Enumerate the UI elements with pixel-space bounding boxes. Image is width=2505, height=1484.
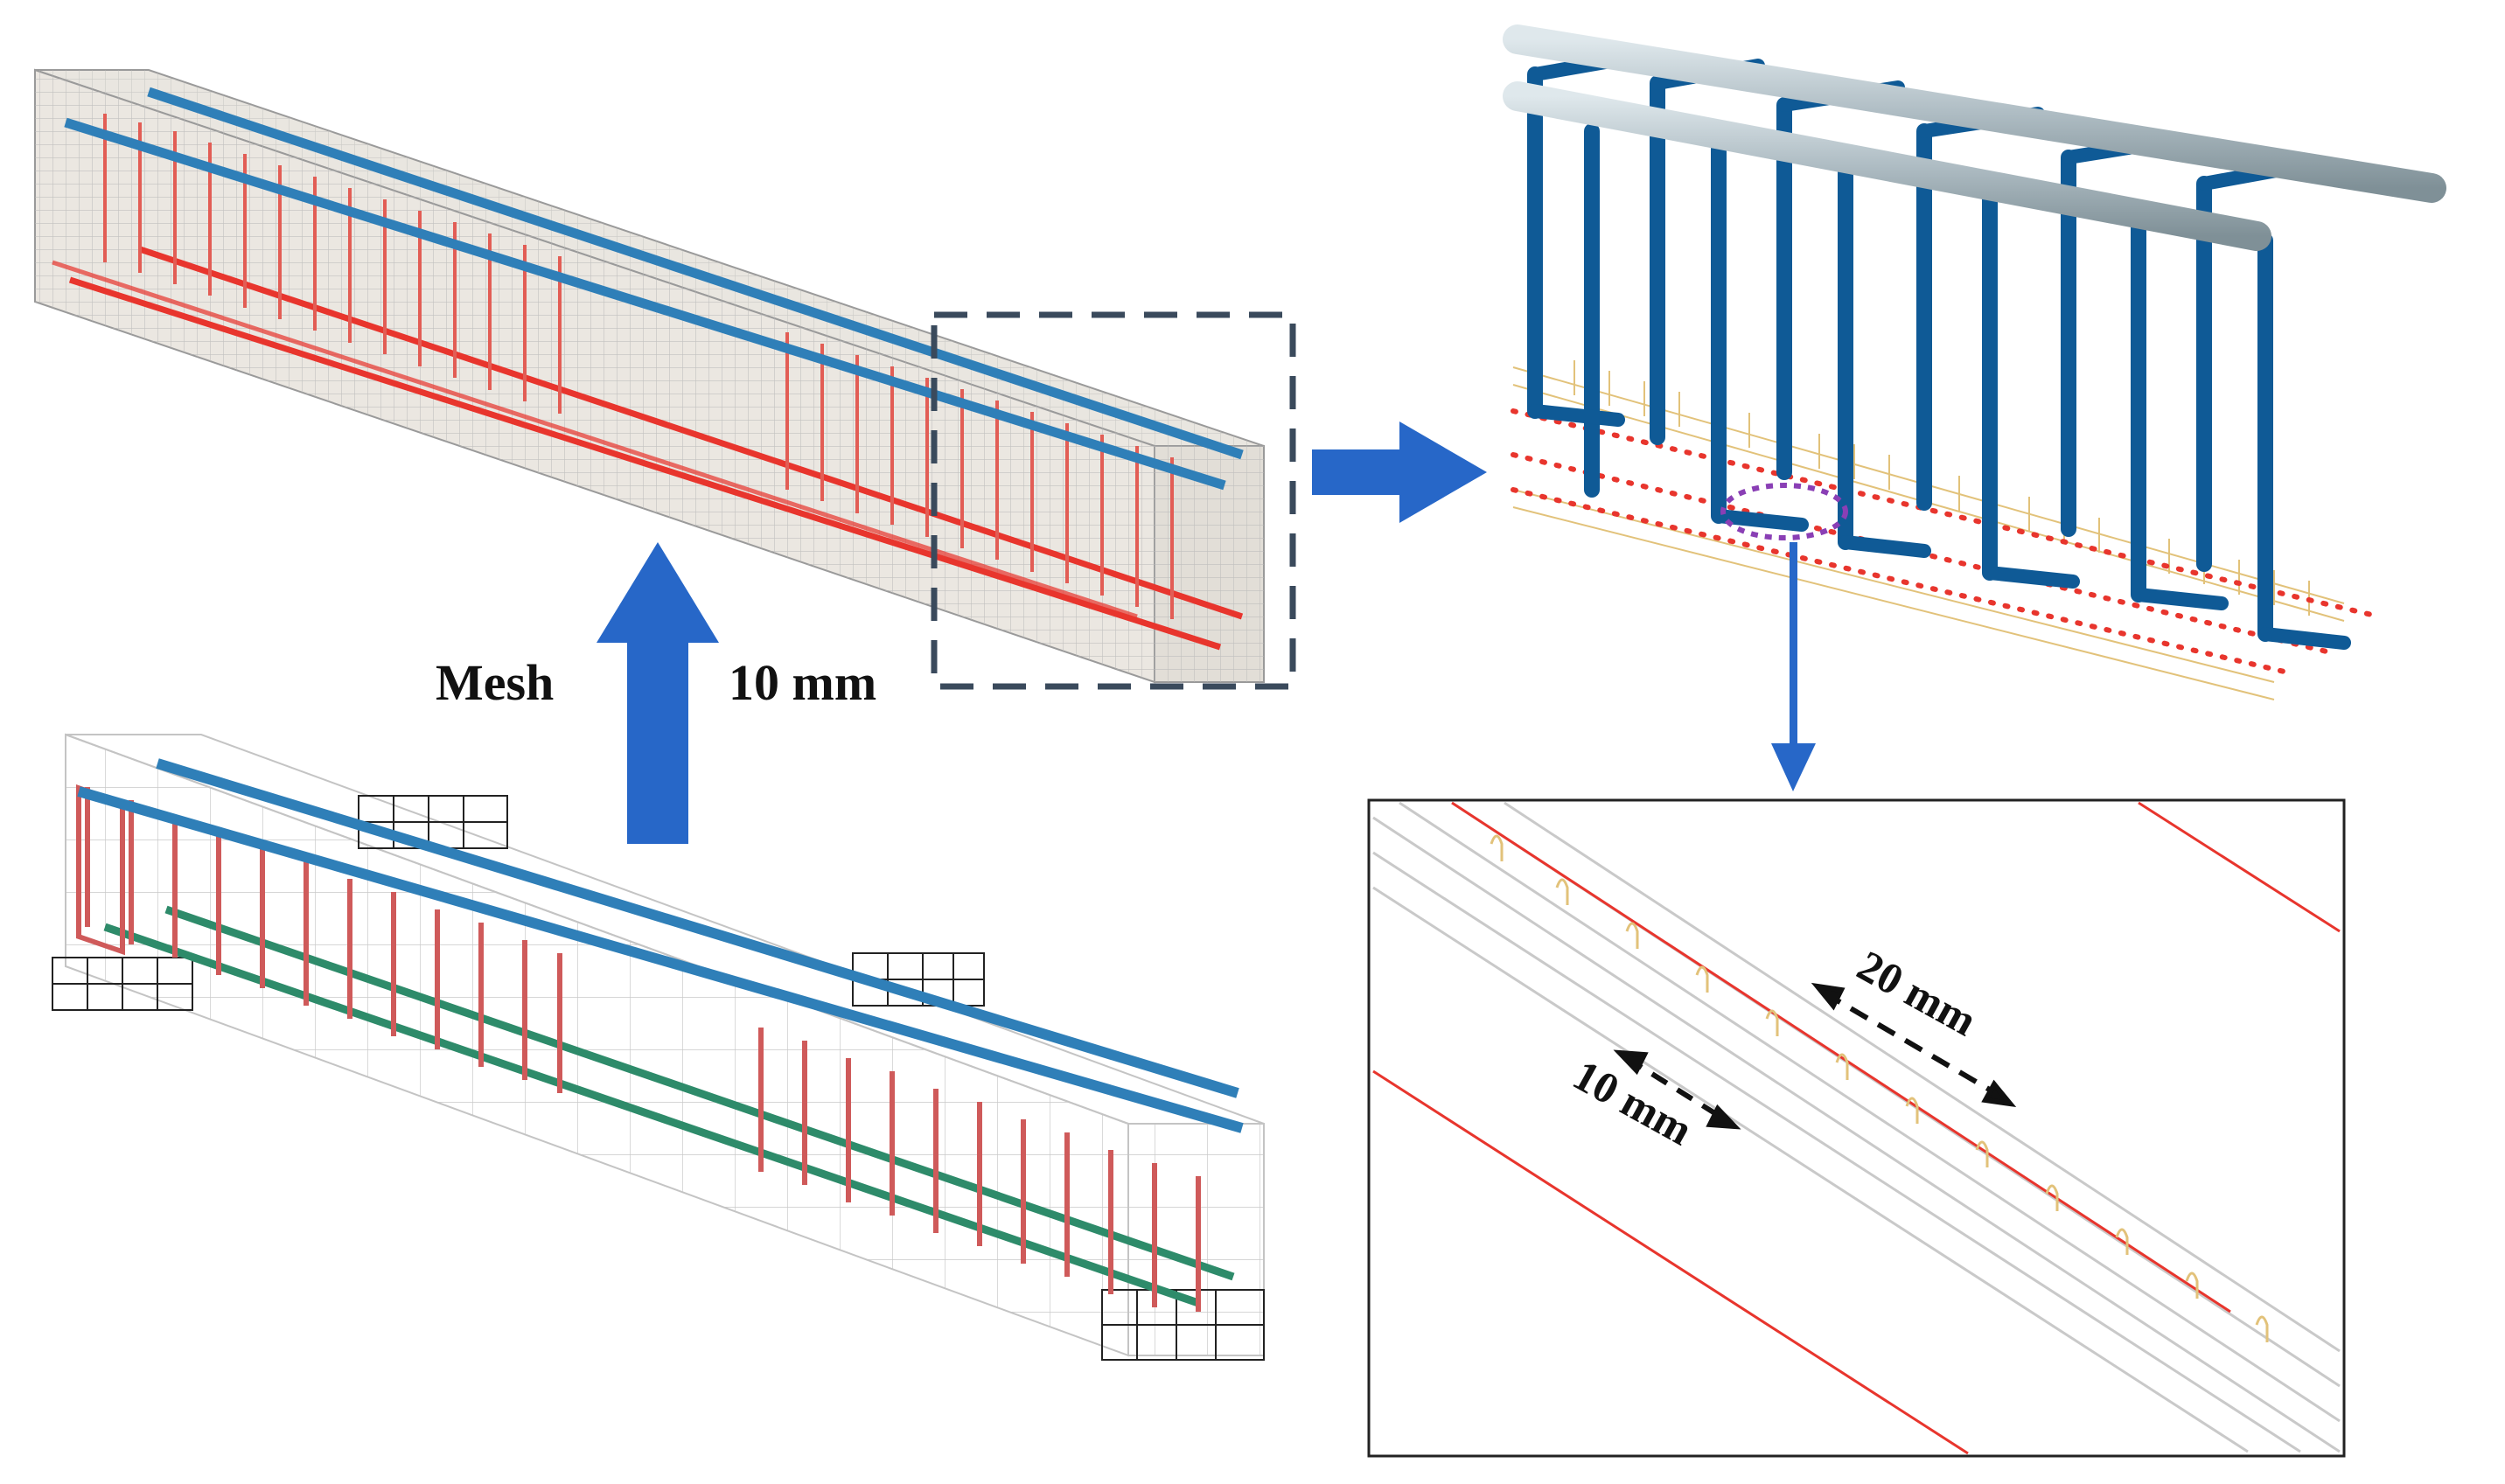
coarse-stirrups-right: [758, 1028, 1201, 1312]
arrow-up-icon: [597, 542, 719, 844]
top-bar: [64, 117, 1226, 491]
dimension-arrow-short: [1613, 1049, 1741, 1130]
support-block: [52, 795, 1265, 1361]
detail-springs: [1490, 834, 2269, 1342]
arrow-down-icon: [1771, 542, 1816, 791]
top-bar: [147, 87, 1244, 460]
detail-top-bar: [1503, 81, 2271, 251]
bottom-bar: [138, 246, 1244, 620]
zoom-region-box: [931, 311, 1296, 690]
interface-nodes: [1511, 408, 2382, 676]
stirrups-right: [785, 332, 1174, 619]
detail-red-lines: [1372, 801, 2341, 1455]
detail-stirrups: [1527, 66, 2273, 642]
coarse-bottom-bar: [164, 905, 1235, 1281]
coarse-beam-model: [52, 733, 1265, 1361]
coarse-bottom-bar: [103, 923, 1200, 1307]
interface-detail-panel: 20 mm 10 mm: [1367, 798, 2346, 1458]
meshed-beam-model: [34, 68, 1296, 690]
dimension-arrow-long: [1811, 982, 2017, 1108]
rebar-cage-detail: [1503, 24, 2446, 700]
coarse-top-bar: [156, 758, 1239, 1098]
detail-top-bar: [1503, 24, 2446, 203]
arrow-right-icon: [1312, 422, 1487, 523]
bottom-bar: [52, 260, 1138, 619]
coarse-top-bar: [77, 786, 1244, 1133]
mesh-label: Mesh: [436, 654, 554, 711]
highlight-ellipse: [1720, 483, 1848, 540]
mesh-size-label: 10 mm: [729, 654, 876, 711]
bottom-bar: [68, 276, 1222, 651]
